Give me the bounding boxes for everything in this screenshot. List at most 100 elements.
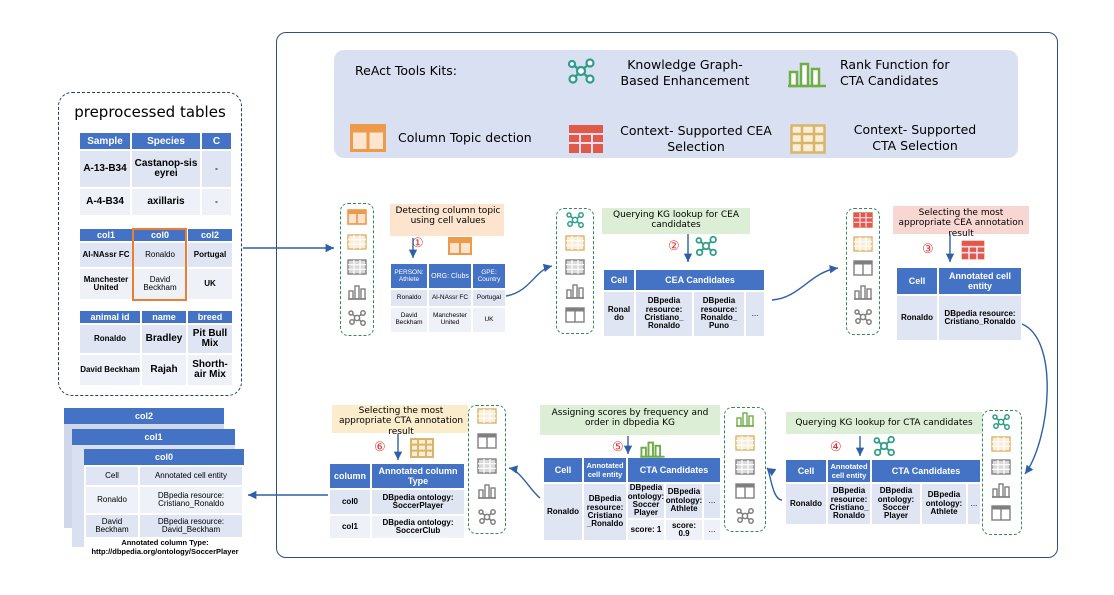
strip5-grid-icon [735,459,755,475]
t1-header: C [202,133,231,149]
strip2-col-icon [565,307,585,323]
strip6-col-icon [477,433,497,449]
t1-cell: - [202,189,231,215]
strip3-graph-icon [854,309,872,325]
s5-cell: DBpedia resource: Cristiano _Ronaldo [584,484,626,540]
t3-cell: Rajah [142,355,186,385]
strip2-grid-icon [565,259,585,275]
bar-icon [788,62,826,88]
step1-topic-icon [448,237,472,255]
s2-header: CEA Candidates [636,270,764,290]
strip2-bar-icon [566,284,584,299]
s6-header: column [330,464,370,488]
strip1-gridhatch-icon [347,234,367,250]
column-icon [350,124,386,152]
strip3-bar-icon [854,285,872,300]
step4-graph-icon [873,435,895,457]
tool-label-cta: Context- Supported CTA Selection [853,122,977,153]
tool-strip-4 [982,410,1022,535]
s4-cell: Ronaldo [786,484,826,524]
out-cell: Ronaldo [86,487,138,513]
strip2-graphgreen-icon [566,212,584,228]
tool-strip-5 [724,407,766,532]
s4-cell: DBpedia ontology: Athlete [922,484,966,524]
strip3-col-icon [853,260,873,276]
s3-cell: Ronaldo [897,296,937,340]
strip5-graph-icon [736,508,754,524]
t3-cell: Bradley [142,325,186,353]
s5-cell: DBpedia ontology: Soccer Player [627,483,665,518]
strip4-bar-icon [992,483,1010,498]
output-tab: col2 [64,408,224,424]
strip1-bar-icon [348,285,366,300]
s5-score: ... [704,520,720,540]
strip1-topic-icon [347,209,367,225]
s6-cell: col1 [330,516,370,538]
graph-icon [567,58,595,84]
cta-grid-icon [790,124,826,154]
s4-cell: DBpedia ontology: Soccer Player [872,484,920,524]
strip1-graph-icon [348,310,366,326]
t3-cell: Pit Bull Mix [188,325,232,353]
s3-header: Cell [897,268,937,294]
s1-header: ORG: Clubs [429,264,471,288]
s2-cell: ... [746,292,764,336]
output-tab: col1 [72,429,235,445]
col0-highlight [132,228,187,301]
preprocessed-tables-panel [58,92,242,396]
tool-label-kg: Knowledge Graph- Based Enhancement [620,57,750,88]
panel-title: preprocessed tables [74,103,226,121]
t1-header: Species [132,133,200,149]
strip6-gridhatch-icon [477,408,497,424]
out-footer: Annotated column Type: http://dbpedia.or… [91,538,239,556]
s5-score: score: 0.9 [666,520,702,540]
step1-note-bg [390,204,504,236]
step4-number: ④ [830,439,842,454]
strip4-gridhatch-icon [991,436,1011,452]
t1-cell: A-4-B34 [80,189,130,215]
step6-number: ⑥ [374,439,386,454]
step6-cta-icon [410,438,434,458]
tool-label-rank: Rank Function for CTA Candidates [840,57,950,88]
s5-score: score: 1 [628,520,664,540]
s4-cell: ... [968,484,980,524]
step3-cea-icon [961,240,985,260]
t1-cell: axillaris [132,189,200,215]
s4-header: Cell [786,460,826,482]
step4-note-bg [786,412,982,434]
strip5-col-icon [735,483,755,499]
s5-cell: Ronaldo [544,484,582,540]
strip5-gridhatch-icon [735,435,755,451]
s6-cell: DBpedia ontology: SoccerClub [372,516,464,538]
s2-cell: Ronal do [604,292,634,336]
s1-header: PERSON: Athlete [391,264,427,288]
tool-strip-2 [556,208,594,334]
strip3-gridred-icon [853,212,873,228]
strip6-grid-icon [477,458,497,474]
s1-cell: Portugal [473,290,505,306]
s1-cell: Manchester United [429,308,471,332]
t2-cell: David Beckham [134,269,186,299]
s1-cell: David Beckham [391,308,427,332]
tool-label-cea: Context- Supported CEA Selection [620,123,772,154]
s5-cell: DBpedia ontology: Athlete [666,484,702,518]
t2-header: col1 [80,229,132,241]
strip6-graph-icon [478,509,496,525]
t2-header: col0 [134,229,186,241]
step6-note-bg [332,405,468,433]
t3-cell: David Beckham [80,355,140,385]
out-header: Annotated cell entity [140,467,242,485]
t3-header: name [142,311,186,323]
out-cell: DBpedia resource: Cristiano_Ronaldo [140,487,242,513]
tool-strip-3 [846,208,880,335]
s1-cell: Al-NAssr FC [429,290,471,306]
s3-header: Annotated cell entity [939,268,1021,294]
t2-header: col2 [188,229,232,241]
t3-cell: Shorth-air Mix [188,355,232,385]
step5-note: Assigning scores by frequency and order … [551,408,709,429]
s4-cell: DBpedia resource: Cristiano_ Ronaldo [828,484,870,524]
step6-note: Selecting the most appropriate CTA annot… [338,406,464,437]
step2-number: ② [668,238,680,253]
